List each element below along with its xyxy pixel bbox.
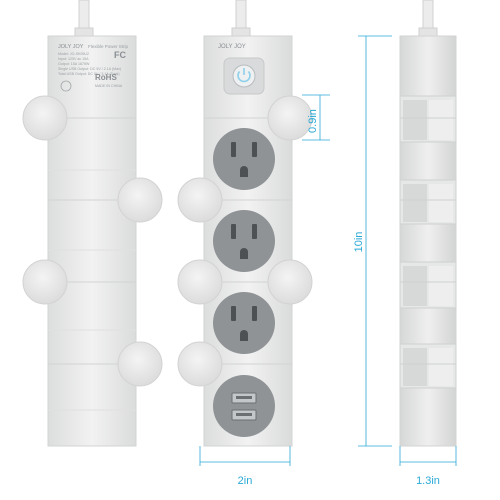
depth-label: 1.3in — [416, 475, 440, 487]
depth-dimension: 1.3in — [399, 446, 457, 487]
ac-outlet — [213, 292, 275, 354]
front-view: JOLY JOY — [177, 0, 313, 447]
label-line-2: Output: 15A 1875W — [58, 62, 90, 66]
ac-outlet — [213, 128, 275, 190]
label-line-1: Input: 125V ac 15A — [58, 57, 89, 61]
front-brand: JOLY JOY — [218, 44, 246, 50]
hinge-knob — [267, 95, 313, 141]
rating-label: JOLY JOY Flexible Power Strip Model: JO-… — [58, 44, 129, 92]
width-dimension: 2in — [199, 446, 291, 487]
hinge-knob — [267, 259, 313, 305]
label-line-0: Model: JO-SK05U2 — [58, 52, 89, 56]
usb-ports — [213, 375, 275, 437]
hinge-knob — [177, 341, 223, 387]
label-brand: JOLY JOY — [58, 44, 84, 50]
label-title: Flexible Power Strip — [88, 44, 129, 49]
width-label: 2in — [238, 475, 253, 487]
side-view — [399, 0, 457, 447]
power-button — [223, 57, 265, 95]
rohs-mark: RoHS — [95, 73, 117, 82]
power-cord-side — [422, 0, 434, 31]
back-segment-1 — [47, 117, 137, 201]
hinge-knob — [177, 259, 223, 305]
fc-mark: FC — [114, 50, 126, 60]
back-view: JOLY JOY Flexible Power Strip Model: JO-… — [22, 0, 163, 447]
ac-outlet — [213, 210, 275, 272]
length-label: 10in — [353, 232, 365, 253]
segment-height-label: 0.9in — [307, 109, 319, 133]
segment-height-dimension: 0.9in — [302, 94, 330, 141]
hinge-knob — [22, 259, 68, 305]
label-line-4: Total USB Output: DC 5V / 3.1A (Total) — [58, 72, 120, 76]
ul-mark-icon — [60, 80, 72, 92]
back-segment-4 — [47, 363, 137, 447]
power-cord-back — [78, 0, 90, 31]
hinge-knob — [117, 177, 163, 223]
hinge-knob — [177, 177, 223, 223]
made-in: MADE IN CHINA — [95, 84, 123, 88]
power-icon — [237, 68, 251, 83]
power-cord-front — [235, 0, 247, 31]
hinge-knob — [117, 341, 163, 387]
hinge-knob — [22, 95, 68, 141]
length-dimension: 10in — [353, 35, 392, 447]
label-line-3: Single USB Output: DC 5V / 2.1A (Max) — [58, 67, 121, 71]
